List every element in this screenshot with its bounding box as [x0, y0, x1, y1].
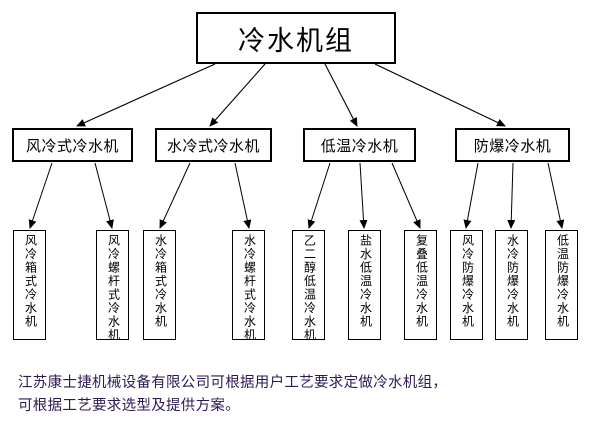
leaf-node-air-cooled-explosion-proof[interactable]: 风冷防爆冷水机 — [450, 230, 483, 340]
leaf-node-water-cooled-explosion-proof[interactable]: 水冷防爆冷水机 — [495, 230, 528, 340]
leaf-node-label: 水冷螺杆式冷水机 — [242, 234, 257, 342]
leaf-node-label: 低温防爆冷水机 — [555, 234, 570, 329]
category-node-label: 水冷式冷水机 — [166, 136, 260, 155]
category-node-label: 低温冷水机 — [320, 136, 399, 155]
root-to-level2-connectors — [76, 63, 506, 127]
leaf-node-label: 风冷防爆冷水机 — [460, 234, 475, 329]
leaf-node-brine-low-temperature[interactable]: 盐水低温冷水机 — [348, 230, 381, 340]
category-node-water-cooled[interactable]: 水冷式冷水机 — [155, 128, 272, 162]
leaf-node-air-cooled-box-type[interactable]: 风冷箱式冷水机 — [13, 230, 46, 340]
leaf-node-water-cooled-screw-type[interactable]: 水冷螺杆式冷水机 — [232, 230, 265, 342]
level2-to-leaf-connectors — [28, 162, 565, 229]
leaf-node-label: 风冷箱式冷水机 — [23, 234, 38, 329]
leaf-node-label: 复叠低温冷水机 — [414, 234, 429, 329]
category-node-label: 防爆冷水机 — [473, 136, 552, 155]
leaf-node-label: 乙二醇低温冷水机 — [302, 234, 317, 342]
category-node-air-cooled[interactable]: 风冷式冷水机 — [12, 128, 133, 162]
caption-line-2: 可根据工艺要求选型及提供方案。 — [18, 398, 240, 415]
leaf-node-label: 水冷箱式冷水机 — [153, 234, 168, 329]
leaf-node-air-cooled-screw-type[interactable]: 风冷螺杆式冷水机 — [96, 230, 129, 342]
leaf-node-label: 水冷防爆冷水机 — [505, 234, 520, 329]
leaf-node-low-temperature-explosion-proof[interactable]: 低温防爆冷水机 — [545, 230, 578, 340]
category-node-low-temperature[interactable]: 低温冷水机 — [303, 128, 416, 162]
category-node-label: 风冷式冷水机 — [25, 136, 119, 155]
leaf-node-glycol-low-temperature[interactable]: 乙二醇低温冷水机 — [292, 230, 325, 342]
root-node-chiller-unit[interactable]: 冷水机组 — [196, 12, 396, 64]
leaf-node-label: 风冷螺杆式冷水机 — [106, 234, 121, 342]
caption-line-1: 江苏康士捷机械设备有限公司可根据用户工艺要求定做冷水机组， — [18, 375, 448, 391]
leaf-node-cascade-low-temperature[interactable]: 复叠低温冷水机 — [404, 230, 437, 340]
caption-text: 江苏康士捷机械设备有限公司可根据用户工艺要求定做冷水机组， 可根据工艺要求选型及… — [18, 372, 584, 419]
leaf-node-water-cooled-box-type[interactable]: 水冷箱式冷水机 — [143, 230, 176, 340]
root-node-label: 冷水机组 — [238, 25, 354, 57]
leaf-node-label: 盐水低温冷水机 — [358, 234, 373, 329]
category-node-explosion-proof[interactable]: 防爆冷水机 — [455, 128, 570, 162]
